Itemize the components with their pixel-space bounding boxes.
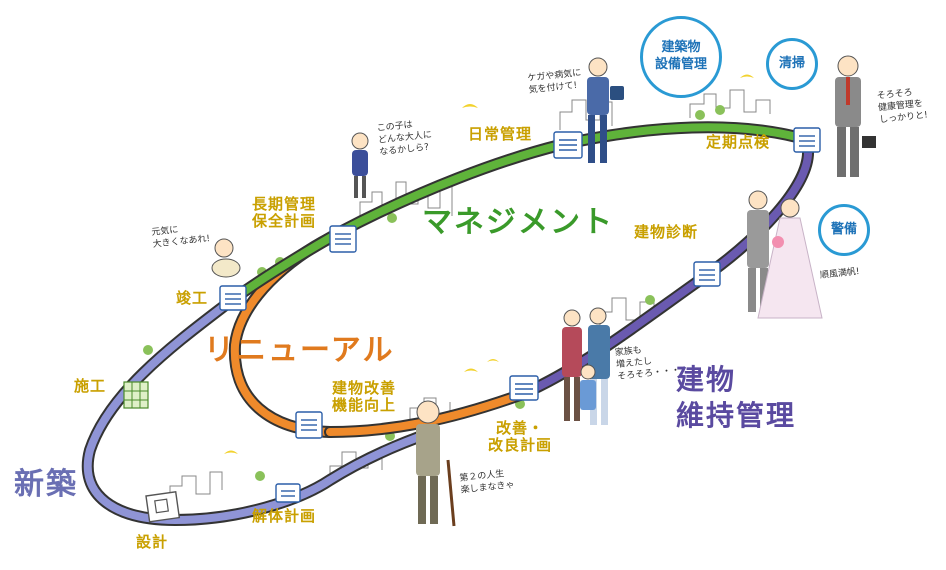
new-build-label: 新築 xyxy=(14,467,78,502)
bird-icon xyxy=(224,74,754,454)
stage-completion: 竣工 xyxy=(176,289,209,307)
stage-renovation-line2: 機能向上 xyxy=(332,396,397,415)
stage-long-term-line2: 保全計画 xyxy=(252,212,317,231)
stage-daily: 日常管理 xyxy=(468,125,533,143)
stage-improvement-line1: 改善・ xyxy=(496,419,545,437)
facility-circle-line1: 建築物 xyxy=(661,40,701,56)
stage-design: 設計 xyxy=(136,533,169,551)
management-label: マネジメント xyxy=(422,205,614,240)
stage-periodic: 定期点検 xyxy=(706,133,771,151)
stage-long-term-plan: 長期管理 保全計画 xyxy=(252,195,317,231)
family-speech: 家族も 増えたし そろそろ・・・ xyxy=(614,341,680,384)
improvement-path xyxy=(326,391,524,436)
security-circle: 警備 xyxy=(818,204,870,256)
elder-figure xyxy=(416,400,456,527)
businessman-figure xyxy=(835,55,876,177)
family-figure xyxy=(562,307,610,425)
stage-improvement-line2: 改良計画 xyxy=(488,436,553,455)
stage-improvement-plan: 改善・ 改良計画 xyxy=(488,419,553,455)
stage-long-term-line1: 長期管理 xyxy=(252,195,317,213)
businessman-speech: そろそろ 健康管理を しっかりと! xyxy=(876,86,928,127)
baby-figure xyxy=(211,238,241,278)
management-path xyxy=(228,123,812,304)
child-speech: この子は どんな大人に なるかしら? xyxy=(376,117,434,159)
child-figure xyxy=(351,132,369,198)
stage-demolition: 解体計画 xyxy=(252,507,317,525)
stage-renovation: 建物改善 機能向上 xyxy=(332,379,397,415)
stage-construction: 施工 xyxy=(74,377,107,395)
worker-figure xyxy=(587,57,624,163)
facility-management-circle: 建築物 設備管理 xyxy=(640,16,722,98)
facility-circle-line2: 設備管理 xyxy=(654,57,707,72)
building-icon xyxy=(219,127,821,503)
cleaning-circle: 清掃 xyxy=(766,38,818,90)
stage-renovation-line1: 建物改善 xyxy=(332,379,397,397)
blueprint-icon xyxy=(145,491,181,523)
maintenance-label: 建物 維持管理 xyxy=(676,363,797,433)
renewal-label: リニューアル xyxy=(204,333,395,368)
maintenance-label-line2: 維持管理 xyxy=(676,399,797,433)
wedding-couple-figure xyxy=(747,190,823,319)
scaffold-building-icon xyxy=(123,381,149,409)
maintenance-label-line1: 建物 xyxy=(676,363,737,396)
stage-diagnosis: 建物診断 xyxy=(634,223,699,241)
